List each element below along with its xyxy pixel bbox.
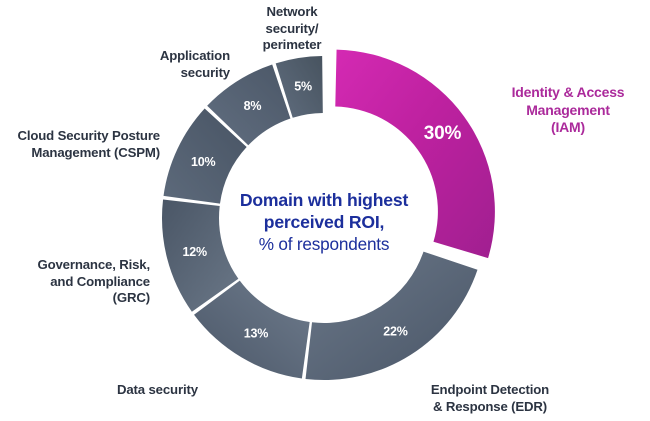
slice-value-cspm: 10% [191,155,216,169]
donut-slice-edr[interactable] [305,251,478,380]
slice-value-network-security: 5% [294,80,312,94]
donut-slice-cspm[interactable] [163,108,247,204]
label-grc: Governance, Risk, and Compliance (GRC) [37,257,150,305]
donut-slice-iam[interactable] [335,49,495,259]
donut-slice-network-security[interactable] [275,56,323,118]
donut-slices [162,49,495,380]
donut-slice-application-security[interactable] [207,64,291,146]
slice-value-edr: 22% [383,324,408,338]
label-iam: Identity & Access Management (IAM) [511,84,625,135]
slice-value-iam: 30% [424,123,462,144]
center-caption-line-1: Domain with highest [239,190,409,210]
center-caption-line-3: % of respondents [258,234,390,254]
slice-value-grc: 12% [182,245,207,259]
slice-value-application-security: 8% [244,99,262,113]
label-cspm: Cloud Security Posture Management (CSPM) [17,128,160,160]
slice-value-data-security: 13% [244,327,269,341]
center-caption-line-2: perceived ROI, [263,212,385,232]
donut-slice-data-security[interactable] [194,280,310,379]
label-edr: Endpoint Detection & Response (EDR) [430,382,550,414]
chart-center-caption: Domain with highest perceived ROI, % of … [204,189,444,256]
donut-slice-values: 30% 22% 13% 12% 10% 8% 5% [182,80,461,341]
label-network-security: Network security/ perimeter [262,4,322,52]
label-data-security: Data security [117,382,198,397]
label-application-security: Application security [159,48,230,80]
donut-slice-grc[interactable] [162,199,239,312]
